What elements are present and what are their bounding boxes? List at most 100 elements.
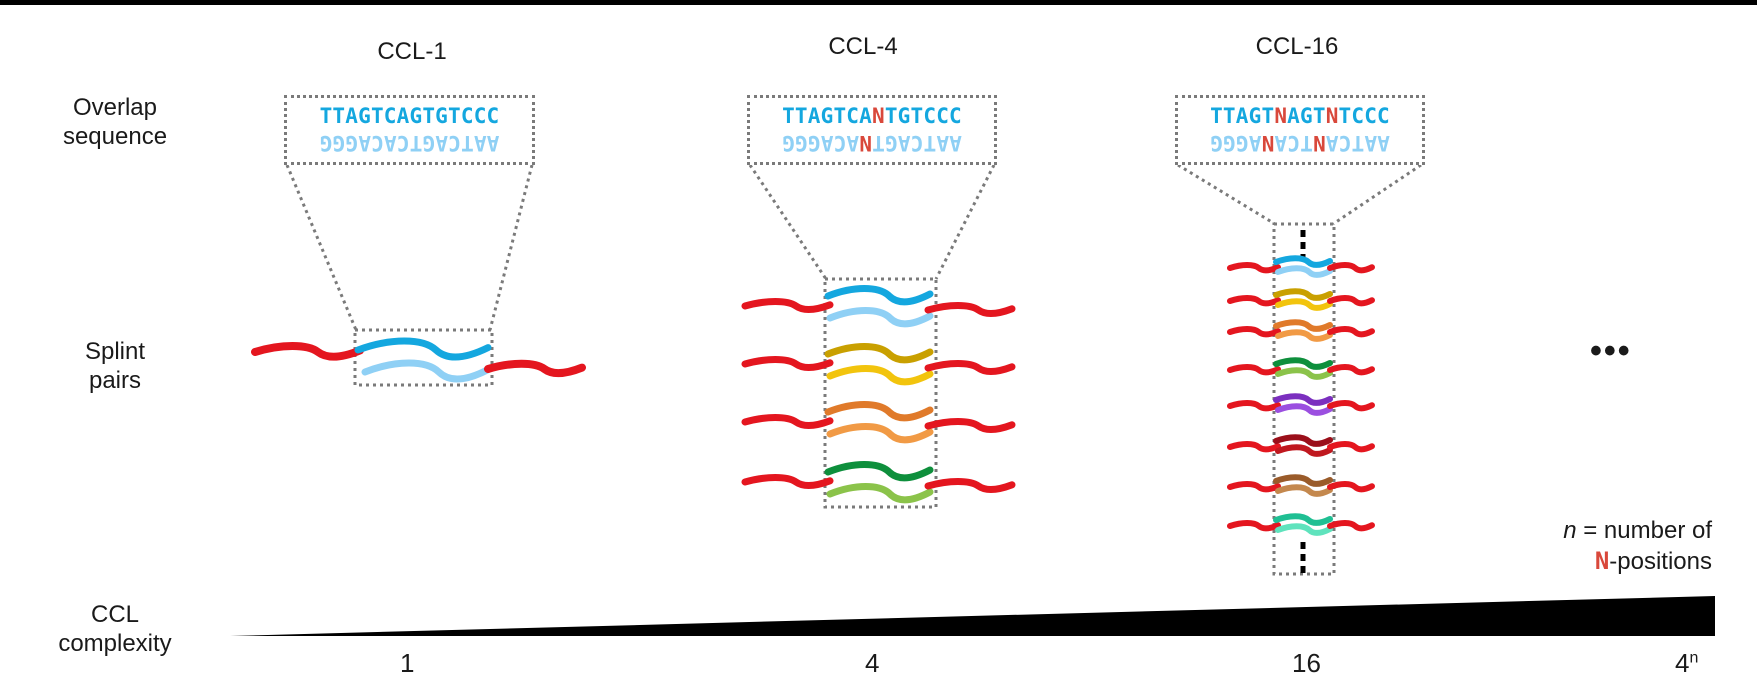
red-strand-right — [1327, 295, 1375, 307]
strand-bottom — [826, 307, 934, 328]
red-strand-right — [484, 359, 586, 378]
ellipsis-dot — [1300, 542, 1306, 549]
funnel-line-left — [1177, 163, 1276, 226]
n-position: N — [859, 131, 872, 155]
red-strand-left — [251, 342, 364, 361]
strand-top — [824, 285, 934, 306]
red-strand-right — [1327, 400, 1375, 412]
strand-bottom — [826, 365, 934, 386]
top-sequence-ccl-4: TTAGTCANTGTCCC — [782, 104, 962, 128]
red-strand-right — [924, 478, 1016, 494]
red-strand-left — [741, 356, 834, 372]
strand-bottom — [1275, 298, 1333, 311]
red-strand-left — [1227, 481, 1281, 493]
red-strand-left — [1227, 262, 1281, 274]
strand-top — [1273, 288, 1333, 301]
splint-box-ccl-4 — [823, 277, 938, 509]
n-position: N — [1312, 131, 1326, 155]
strand-top — [1273, 513, 1333, 526]
n-position: N — [1274, 104, 1288, 128]
n-position: N — [1261, 131, 1275, 155]
strand-bottom — [1275, 403, 1333, 416]
splint-strands — [251, 230, 1375, 573]
strand-top — [1273, 357, 1333, 370]
strand-bottom — [1275, 265, 1333, 278]
red-strand-right — [1327, 520, 1375, 532]
strand-top — [824, 461, 934, 482]
red-strand-right — [924, 360, 1016, 376]
funnel-line-left — [748, 164, 828, 280]
red-strand-left — [1227, 520, 1281, 532]
note-line-1: n = number of — [1563, 517, 1712, 544]
strand-bottom — [1275, 444, 1333, 457]
tick-4n: 4n — [1675, 648, 1699, 678]
red-strand-left — [1227, 364, 1281, 376]
red-strand-left — [741, 414, 834, 430]
red-strand-left — [1227, 326, 1281, 338]
splint-pairs-label: Splint pairs — [84, 338, 146, 394]
splint-box-ccl-1 — [353, 328, 494, 387]
bottom-sequence-ccl-16: AATCANTCANAGGG — [1210, 131, 1390, 155]
ellipsis-dot — [1300, 554, 1306, 561]
strand-top — [1273, 393, 1333, 406]
strand-top — [1273, 255, 1333, 268]
complexity-wedge — [230, 596, 1715, 636]
tick-16: 16 — [1292, 648, 1321, 678]
strand-top — [1273, 474, 1333, 487]
red-strand-left — [1227, 400, 1281, 412]
ellipsis-dot — [1300, 566, 1306, 573]
overlap-box-ccl-1: TTAGTCAGTGTCCC AATCAGTCACAGGG — [284, 95, 535, 165]
strand-top — [824, 343, 934, 364]
overlap-box-ccl-4: TTAGTCANTGTCCC AATCAGTNACAGGG — [747, 95, 997, 165]
ellipsis-dot — [1300, 230, 1306, 237]
funnel-line-right — [488, 164, 534, 331]
red-strand-right — [924, 418, 1016, 434]
strand-bottom — [1275, 484, 1333, 497]
panel-title-ccl-1: CCL-1 — [377, 38, 447, 65]
strand-top — [1273, 434, 1333, 447]
red-strand-left — [1227, 295, 1281, 307]
n-position: N — [1325, 104, 1339, 128]
red-strand-left — [1227, 441, 1281, 453]
bottom-sequence-ccl-4: AATCAGTNACAGGG — [782, 131, 962, 155]
strand-bottom — [826, 483, 934, 504]
red-strand-right — [924, 302, 1016, 318]
strand-bottom — [1275, 329, 1333, 342]
strand-bottom — [361, 359, 492, 383]
funnel-line-left — [285, 164, 358, 331]
funnel-line-right — [934, 164, 996, 280]
panel-title-ccl-16: CCL-16 — [1255, 33, 1339, 60]
overlap-sequence-label: Overlap sequence — [62, 94, 168, 150]
n-definition-note: n = number of N-positions — [1500, 515, 1712, 577]
strand-top — [1273, 319, 1333, 332]
top-sequence-ccl-16: TTAGTNAGTNTCCC — [1210, 104, 1390, 128]
red-strand-right — [1327, 326, 1375, 338]
strand-top — [824, 401, 934, 422]
more-ellipsis: ••• — [1590, 332, 1632, 370]
overlap-box-ccl-16: TTAGTNAGTNTCCC AATCANTCANAGGG — [1175, 95, 1425, 165]
red-strand-right — [1327, 481, 1375, 493]
splint-boxes — [353, 222, 1336, 576]
strand-bottom — [1275, 367, 1333, 380]
panel-title-ccl-4: CCL-4 — [828, 33, 898, 60]
n-position: N — [872, 104, 885, 128]
top-rule — [0, 0, 1757, 5]
red-strand-left — [741, 298, 834, 314]
strand-bottom — [1275, 523, 1333, 536]
red-strand-right — [1327, 262, 1375, 274]
red-strand-right — [1327, 441, 1375, 453]
ellipsis-dot — [1300, 242, 1306, 249]
funnel-line-right — [1332, 163, 1422, 226]
strand-top — [354, 337, 492, 361]
note-line-2: N-positions — [1594, 547, 1712, 575]
red-strand-right — [1327, 364, 1375, 376]
tick-4: 4 — [865, 648, 880, 678]
ccl-complexity-label: CCL complexity — [58, 601, 172, 657]
top-sequence-ccl-1: TTAGTCAGTGTCCC — [319, 104, 500, 128]
tick-1: 1 — [400, 648, 415, 678]
bottom-sequence-ccl-1: AATCAGTCACAGGG — [319, 131, 500, 155]
red-strand-left — [741, 474, 834, 490]
funnel-lines — [285, 163, 1422, 331]
strand-bottom — [826, 423, 934, 444]
